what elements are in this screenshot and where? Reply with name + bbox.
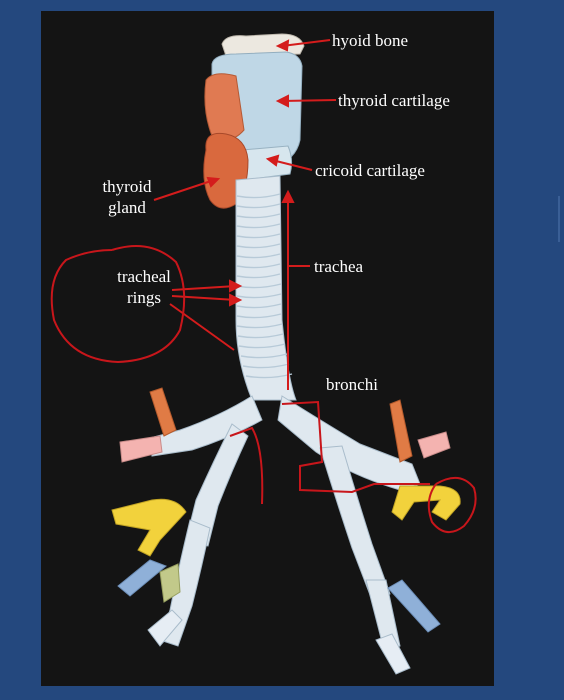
bronchus-green-left	[159, 563, 181, 603]
handwritten-annotations	[50, 245, 477, 533]
bronchus-blue-left	[117, 559, 167, 597]
left-main-bronchus-shape	[149, 395, 263, 457]
label-tracheal-rings: tracheal rings	[106, 266, 182, 308]
label-thyroid-cartilage: thyroid cartilage	[338, 91, 450, 110]
right-lower-branch-shape	[365, 579, 401, 651]
trachea-shape	[235, 175, 297, 401]
bronchi-annotation-line	[281, 400, 430, 494]
bronchus-orange-right	[389, 399, 413, 463]
pointer-thyroid-gland	[153, 179, 215, 201]
label-thyroid-gland-line2: gland	[108, 198, 146, 217]
bronchus-orange-left	[149, 387, 177, 437]
pointer-hyoid-bone	[281, 39, 331, 47]
bronchus-white-left	[147, 609, 183, 647]
scrollbar-thumb[interactable]	[558, 196, 560, 242]
label-trachea: trachea	[314, 257, 364, 276]
bronchus-white-right	[375, 633, 411, 675]
pointer-thyroid-cartilage	[281, 99, 337, 102]
label-tracheal-rings-line1: tracheal	[117, 267, 171, 286]
right-lower-bronchus-shape	[319, 445, 391, 601]
label-thyroid-gland-line1: thyroid	[102, 177, 152, 196]
label-bronchi: bronchi	[326, 375, 378, 394]
label-hyoid-bone: hyoid bone	[332, 31, 409, 50]
pointer-tracheal-rings-3	[169, 303, 235, 351]
bronchus-yellow-left	[111, 498, 187, 557]
label-tracheal-rings-line2: rings	[127, 288, 161, 307]
bronchus-pink-right	[417, 431, 451, 459]
label-cricoid-cartilage: cricoid cartilage	[315, 161, 425, 180]
bronchus-blue-right	[387, 579, 441, 633]
bronchiole-circle	[427, 477, 477, 533]
cricoid-cartilage-shape	[241, 145, 293, 181]
bronchus-pink-left	[119, 435, 163, 463]
pointer-lines	[153, 39, 337, 390]
pointer-cricoid-cartilage	[271, 159, 313, 171]
tracheal-rings-circle	[50, 245, 186, 364]
bronchi-annotation-arrow	[229, 426, 264, 505]
label-thyroid-gland: thyroid gland	[92, 176, 162, 218]
bronchus-yellow-right	[391, 485, 461, 521]
hyoid-bone-shape	[221, 33, 305, 57]
pointer-tracheal-rings-2	[171, 295, 237, 301]
pointer-tracheal-rings-1	[171, 285, 237, 291]
tracheal-ring-lines	[236, 193, 293, 379]
